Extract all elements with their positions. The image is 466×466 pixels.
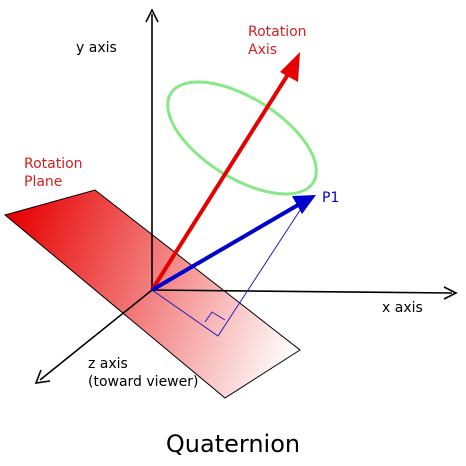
rotation-circle [166,80,318,196]
z-axis-label: z axis [88,356,128,372]
rotation-axis-arrow [150,52,300,292]
x-axis-arrowhead [443,286,458,300]
y-axis-arrowhead [145,8,159,23]
right-angle-marker [204,311,226,323]
z-axis-sublabel: (toward viewer) [88,374,198,390]
caption: Quaternion [166,430,300,458]
rotation-axis-sublabel: Axis [248,42,277,58]
x-axis-label: x axis [382,300,423,316]
vector-p1-arrow [150,195,316,292]
vector-p1-arrowhead [292,195,316,214]
rotation-axis-label: Rotation [248,24,307,40]
z-axis-arrowhead [34,369,51,384]
rotation-plane-label: Rotation [24,156,83,172]
y-axis-label: y axis [76,40,117,56]
z-axis-line [39,289,153,381]
axes [34,8,458,384]
rotation-plane [3,189,301,399]
rotation-plane-sublabel: Plane [24,174,62,190]
x-axis-line [151,289,453,294]
point-p1-label: P1 [322,190,339,206]
rotation-axis-arrowhead [280,52,300,82]
